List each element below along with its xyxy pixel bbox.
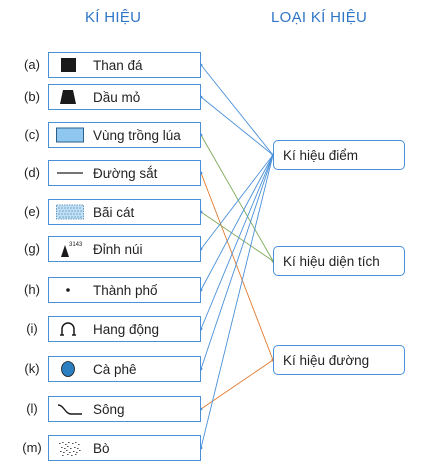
symbol-label: Hang động — [93, 322, 160, 337]
svg-text:3143: 3143 — [69, 242, 83, 248]
symbol-box: Than đá — [48, 52, 201, 78]
connection-line — [200, 211, 274, 262]
connection-line — [200, 154, 274, 291]
symbol-box: Thành phố — [48, 277, 201, 303]
symbol-box: Bò — [48, 435, 201, 461]
symbol-letter: (a) — [24, 57, 40, 72]
connection-line — [200, 154, 274, 449]
symbol-label: Đường sắt — [93, 166, 158, 181]
connection-line — [200, 154, 274, 370]
peak-triangle-icon: 3143 — [55, 237, 83, 261]
connection-line — [200, 154, 274, 330]
blue-oval-icon — [55, 357, 81, 381]
symbol-letter: (d) — [24, 165, 40, 180]
symbol-box: Bãi cát — [48, 199, 201, 225]
symbol-types-heading: LOẠI KÍ HIỆU — [271, 9, 368, 26]
connection-line — [200, 64, 274, 156]
black-trapezoid-icon — [55, 85, 81, 109]
symbol-box: Sông — [48, 396, 201, 422]
symbol-letter: (l) — [26, 401, 38, 416]
river-curve-icon — [55, 397, 82, 421]
symbol-label: Dầu mỏ — [93, 90, 141, 105]
symbol-box: Dầu mỏ — [48, 84, 201, 110]
symbol-letter: (c) — [24, 127, 40, 142]
symbol-label: Đỉnh núi — [93, 242, 143, 257]
symbol-type-box: Kí hiệu đường — [273, 345, 405, 375]
connection-line — [200, 172, 274, 361]
symbol-letter: (m) — [22, 440, 42, 455]
symbol-label: Vùng trồng lúa — [93, 128, 181, 143]
symbols-heading: KÍ HIỆU — [85, 9, 142, 26]
symbol-label: Bò — [93, 441, 110, 456]
blue-rectangle-icon — [55, 123, 84, 147]
dot-icon — [55, 278, 81, 302]
symbol-box: 3143 Đỉnh núi — [48, 236, 201, 262]
symbol-label: Thành phố — [93, 283, 158, 298]
symbol-box: Vùng trồng lúa — [48, 122, 201, 148]
symbol-type-label: Kí hiệu diện tích — [283, 254, 380, 269]
symbol-letter: (h) — [24, 282, 40, 297]
connection-line — [200, 359, 274, 410]
symbol-label: Bãi cát — [93, 205, 135, 220]
symbol-type-label: Kí hiệu điểm — [283, 148, 359, 163]
symbol-type-label: Kí hiệu đường — [283, 353, 370, 368]
symbol-letter: (b) — [24, 89, 40, 104]
symbol-label: Than đá — [93, 58, 143, 73]
cave-arch-icon — [55, 317, 81, 341]
symbol-label: Sông — [93, 402, 125, 417]
symbol-letter: (i) — [26, 321, 38, 336]
symbol-type-box: Kí hiệu điểm — [273, 140, 405, 170]
symbol-label: Cà phê — [93, 362, 137, 377]
symbol-letter: (e) — [24, 204, 40, 219]
black-square-icon — [55, 53, 81, 77]
symbol-letter: (g) — [24, 241, 40, 256]
connection-line — [200, 134, 274, 262]
cow-icon — [55, 436, 81, 460]
symbol-box: Hang động — [48, 316, 201, 342]
horizontal-line-icon — [55, 161, 83, 185]
connection-line — [200, 154, 274, 250]
symbol-box: Cà phê — [48, 356, 201, 382]
symbol-box: Đường sắt — [48, 160, 201, 186]
symbol-letter: (k) — [24, 361, 40, 376]
connection-line — [200, 96, 274, 156]
dotted-rectangle-icon — [55, 200, 84, 224]
symbol-type-box: Kí hiệu diện tích — [273, 246, 405, 276]
